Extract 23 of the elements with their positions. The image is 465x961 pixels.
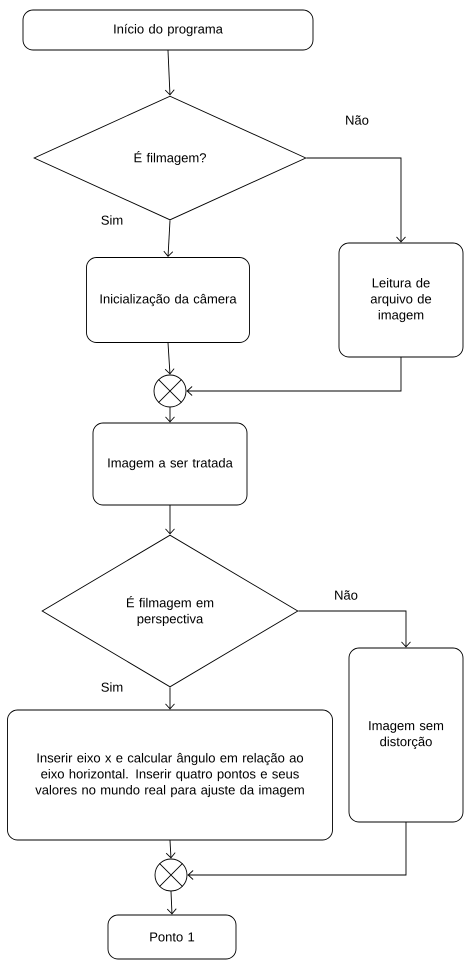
process-box: Imagem a ser tratada [92, 422, 248, 506]
arrow [164, 50, 175, 96]
process-box: Início do programa [22, 10, 314, 50]
arrow [306, 158, 406, 243]
arrow [165, 505, 175, 535]
edge-label: Não [346, 115, 368, 125]
arrow [166, 840, 176, 859]
process-box: Ponto 1 [108, 914, 236, 960]
process-box: Inicialização da câmera [86, 257, 250, 343]
arrow [186, 357, 402, 396]
arrow [164, 342, 175, 375]
arrow [298, 610, 411, 648]
arrow [165, 407, 175, 423]
arrow [165, 687, 175, 710]
arrow [166, 891, 177, 915]
process-box: Imagem sem distorção [348, 648, 464, 822]
junction-circle [154, 858, 188, 892]
arrow [163, 220, 174, 258]
edge-label: Não [335, 590, 358, 600]
arrow [187, 822, 406, 880]
junction-circle [154, 374, 186, 408]
process-box: Leitura de arquivo de imagem [338, 242, 464, 358]
process-box: Inserir eixo x e calcular ângulo em relação ao eixo horizontal. Inserir quatro pontos e seus valores no mundo real para ajuste da imagem [7, 710, 333, 840]
